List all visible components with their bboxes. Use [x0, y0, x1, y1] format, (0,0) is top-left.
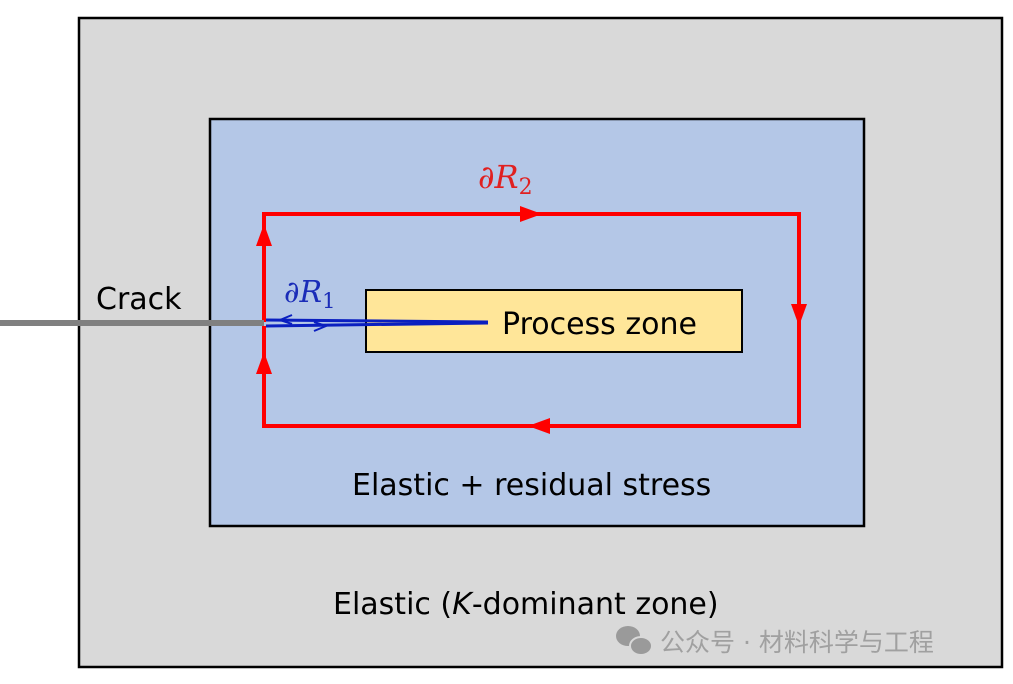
arrow-dR2-top	[520, 206, 542, 222]
elastic-residual-label: Elastic + residual stress	[352, 468, 711, 503]
arrow-dR2-right	[791, 304, 807, 326]
contour-dR1	[265, 314, 489, 332]
arrow-dR2-left-upper	[256, 224, 272, 246]
dR1-label: ∂R1	[284, 275, 335, 313]
arrow-dR2-bottom	[528, 418, 550, 434]
crack-label: Crack	[96, 282, 182, 317]
wechat-icon	[616, 626, 653, 656]
process-zone-label: Process zone	[502, 307, 697, 342]
watermark-text: 公众号 · 材料科学与工程	[660, 628, 934, 657]
elastic-k-dominant-label: Elastic (K-dominant zone)	[333, 587, 719, 622]
arrow-dR2-left-lower	[256, 352, 272, 374]
dR2-label: ∂R2	[478, 158, 533, 200]
